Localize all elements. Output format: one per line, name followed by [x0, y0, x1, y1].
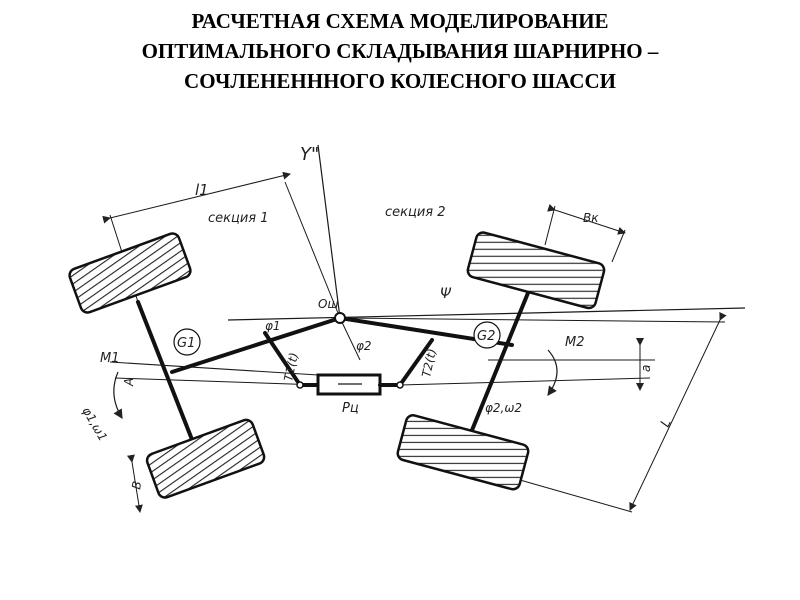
b-dimension-line [126, 454, 143, 513]
hinge-point [334, 312, 346, 324]
section1-strut-line [263, 331, 302, 387]
title-line-3: СОЧЛЕНЕНННОГО КОЛЕСНОГО ШАССИ [184, 69, 616, 93]
section1-axle-line [136, 300, 202, 462]
m1-label: M1 [100, 351, 120, 366]
g1-marker: G1 [173, 328, 201, 356]
phi2-omega2-label: φ2,ω2 [485, 401, 522, 415]
phi2-ray-line [339, 317, 361, 361]
wheel-section2-front [466, 231, 606, 310]
section2-strut-line [398, 338, 434, 387]
o-point-label: Oш [318, 297, 338, 311]
section1-offset-line [109, 361, 319, 376]
section2-longitudinal-line [399, 377, 651, 386]
l1-label: l1 [195, 181, 209, 199]
a-upper-label: A [122, 378, 136, 387]
section2-axis-line [339, 317, 726, 323]
psi-label: Ψ [440, 286, 452, 302]
t1-label: T1(t) [281, 351, 301, 382]
t2-label: T2(t) [419, 347, 439, 378]
l-label: L [658, 417, 675, 430]
g2-label: G2 [477, 329, 495, 344]
phi2-label: φ2 [356, 339, 372, 353]
cylinder-pin-right [396, 381, 404, 389]
bk-extension-right [611, 229, 626, 263]
a-lower-label: a [639, 365, 653, 372]
phi1-label: φ1 [265, 319, 281, 333]
g1-label: G1 [177, 336, 195, 351]
axis-y-label: Y" [300, 144, 319, 165]
phi1-omega1-label: φ1,ω1 [79, 405, 110, 444]
wheel-section2-rear [396, 414, 530, 491]
g2-marker: G2 [473, 321, 501, 349]
page-title: РАСЧЕТНАЯ СХЕМА МОДЕЛИРОВАНИЕ ОПТИМАЛЬНО… [0, 6, 800, 96]
section2-label: секция 2 [385, 205, 446, 220]
section2-axle-line [466, 286, 532, 442]
title-line-2: ОПТИМАЛЬНОГО СКЛАДЫВАНИЯ ШАРНИРНО – [141, 39, 659, 63]
bk-dimension-line [547, 204, 626, 235]
cylinder-pin-left [296, 381, 304, 389]
section1-longitudinal-line [114, 377, 321, 386]
wheel-section1-front [68, 232, 192, 314]
m2-moment-arc [547, 349, 558, 396]
section1-frame-line [170, 316, 342, 374]
title-line-1: РАСЧЕТНАЯ СХЕМА МОДЕЛИРОВАНИЕ [191, 9, 609, 33]
b-label: B [129, 480, 144, 491]
l-extension-bottom [519, 479, 633, 513]
section1-ray-line [284, 181, 341, 319]
pts-label: Pц [342, 401, 359, 416]
l-dimension-line [629, 311, 727, 511]
section1-label: секция 1 [208, 211, 269, 226]
bk-label: Bк [583, 211, 599, 225]
wheel-section1-rear [145, 418, 266, 499]
psi-reference-line [227, 307, 746, 321]
m1-moment-arc [113, 371, 123, 420]
m2-label: M2 [565, 335, 585, 350]
y-axis-line [317, 144, 341, 319]
l1-dimension-line [102, 171, 291, 224]
bk-extension-left [544, 205, 556, 246]
